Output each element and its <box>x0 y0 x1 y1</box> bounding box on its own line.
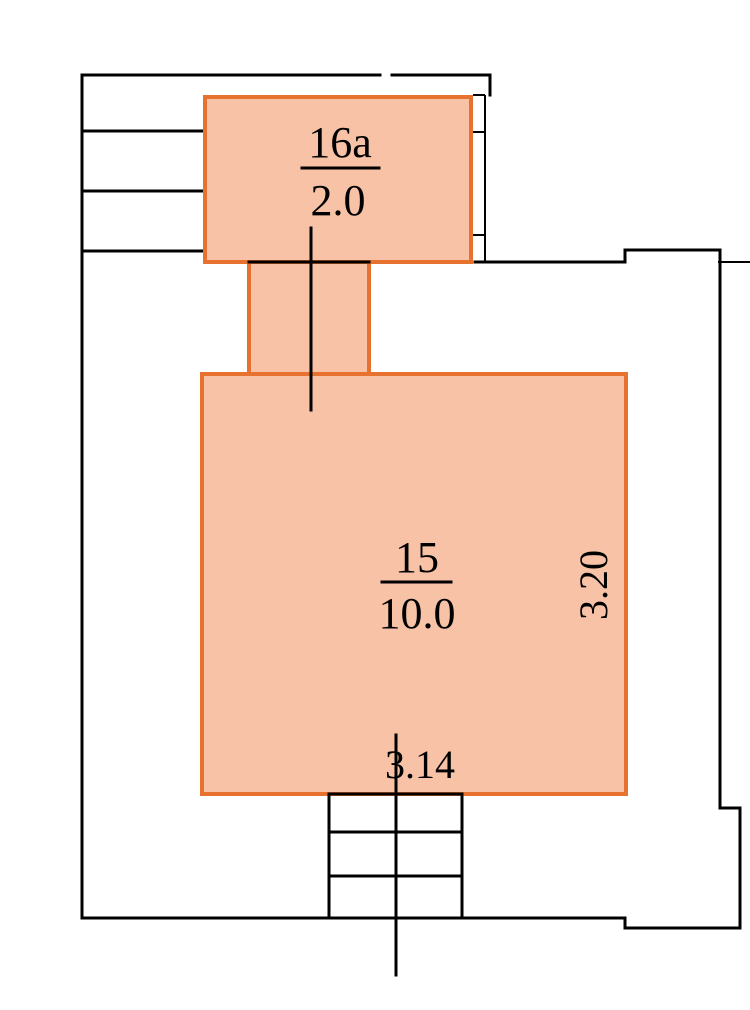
lower-stair <box>327 733 464 977</box>
dimension-width: 3.14 <box>385 742 455 787</box>
room-16a <box>203 95 473 264</box>
upper-right-ticks <box>473 94 486 262</box>
room-16a-area: 2.0 <box>311 176 366 225</box>
room-16a-number: 16а <box>308 118 372 167</box>
room-15-number: 15 <box>395 533 439 582</box>
dimension-height: 3.20 <box>571 550 616 620</box>
corridor <box>247 260 371 376</box>
room-15-label: 15 10.0 <box>379 533 456 638</box>
room-15 <box>200 372 628 796</box>
room-15-area: 10.0 <box>379 589 456 638</box>
room-16a-label: 16а 2.0 <box>300 118 381 225</box>
